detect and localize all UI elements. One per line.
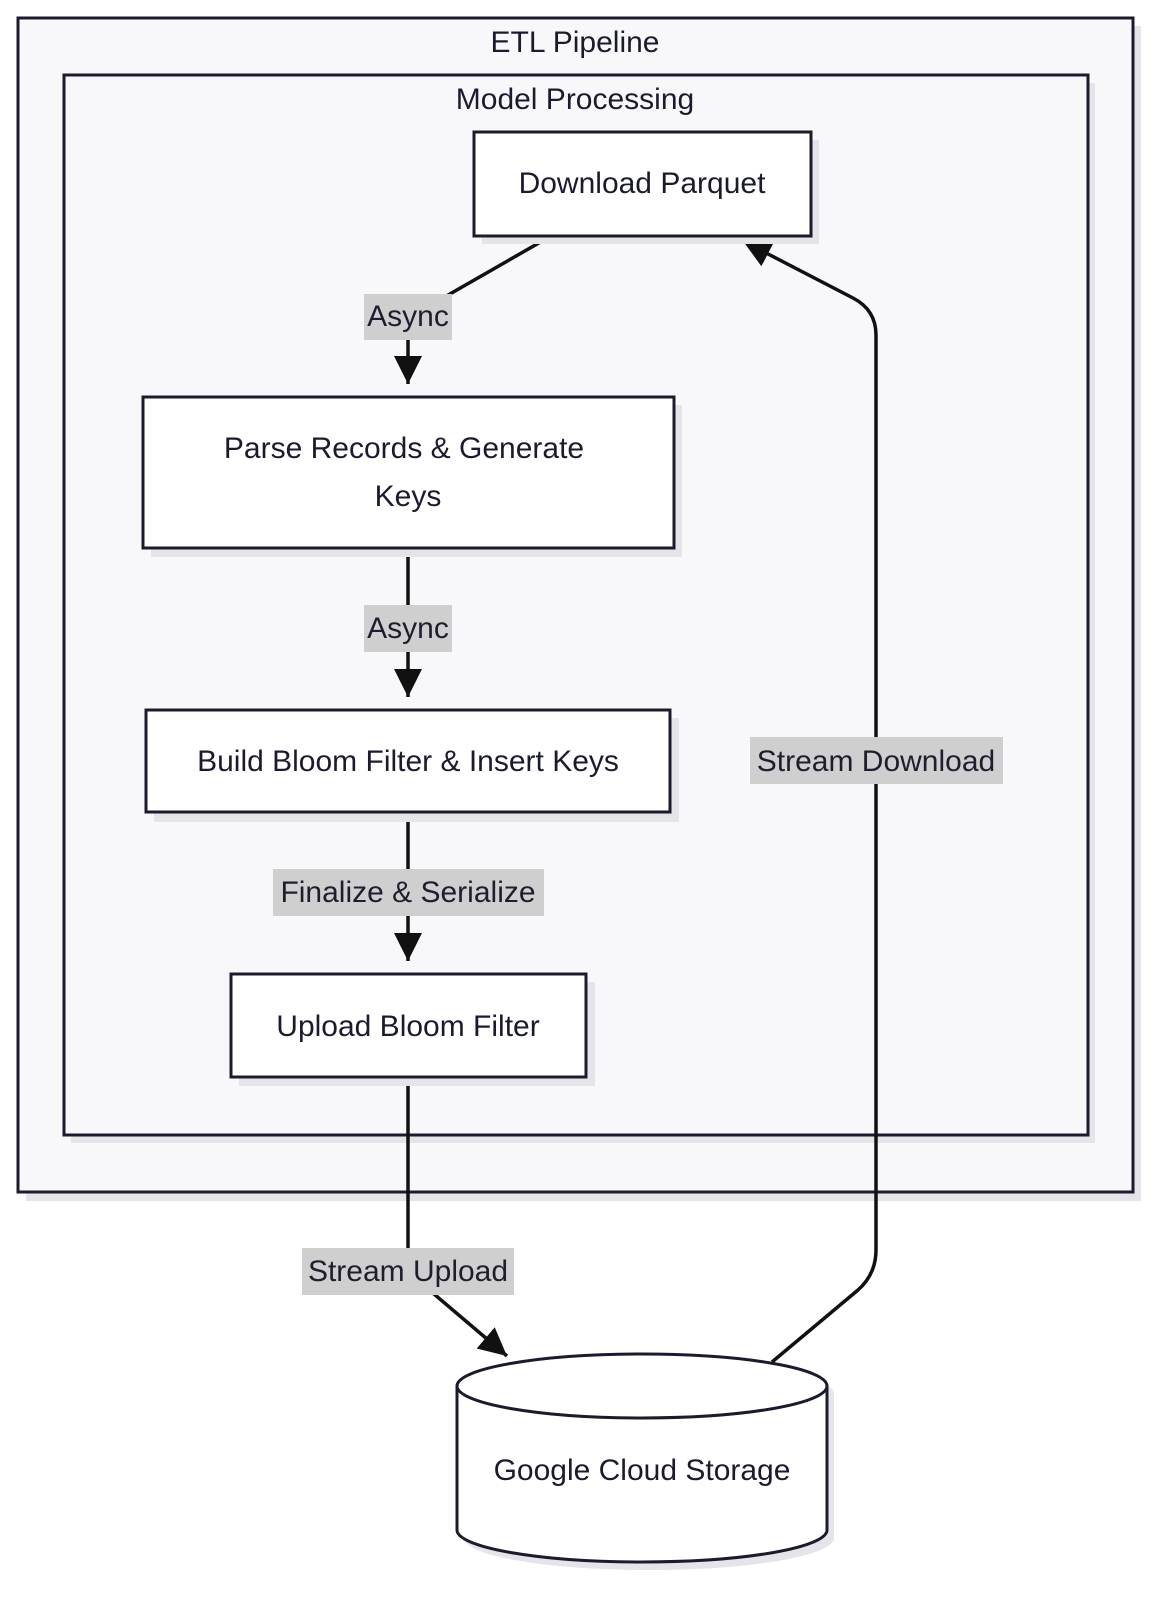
- edge-label-text: Async: [367, 300, 449, 333]
- edge-label-async-1: Async: [364, 294, 452, 340]
- node-label-line-1: Parse Records & Generate: [224, 432, 584, 465]
- edge-label-text: Stream Upload: [308, 1255, 508, 1288]
- node-upload-bloom-filter: Upload Bloom Filter: [229, 972, 595, 1086]
- node-label: Upload Bloom Filter: [276, 1010, 539, 1043]
- node-label: Google Cloud Storage: [494, 1454, 791, 1487]
- node-label: Download Parquet: [519, 167, 766, 200]
- node-label-line-2: Keys: [375, 480, 442, 513]
- edge-storage-to-download: [742, 239, 878, 1364]
- node-label: Build Bloom Filter & Insert Keys: [197, 745, 619, 778]
- node-parse-records: Parse Records & Generate Keys: [141, 395, 682, 557]
- node-build-bloom-filter: Build Bloom Filter & Insert Keys: [144, 708, 679, 822]
- edge-label-text: Stream Download: [757, 745, 995, 778]
- edge-label-text: Async: [367, 612, 449, 645]
- edge-label-stream-download: Stream Download: [750, 737, 1003, 784]
- node-download-parquet: Download Parquet: [472, 130, 819, 244]
- edge-label-text: Finalize & Serialize: [280, 876, 535, 909]
- edge-label-finalize-serialize: Finalize & Serialize: [273, 869, 544, 916]
- edge-label-stream-upload: Stream Upload: [302, 1248, 514, 1295]
- node-google-cloud-storage: Google Cloud Storage: [455, 1352, 834, 1570]
- cluster-title-etl-pipeline: ETL Pipeline: [491, 26, 660, 59]
- cluster-model-processing: Model Processing: [62, 73, 1095, 1143]
- edge-label-async-2: Async: [364, 605, 452, 652]
- cluster-title-model-processing: Model Processing: [456, 83, 694, 116]
